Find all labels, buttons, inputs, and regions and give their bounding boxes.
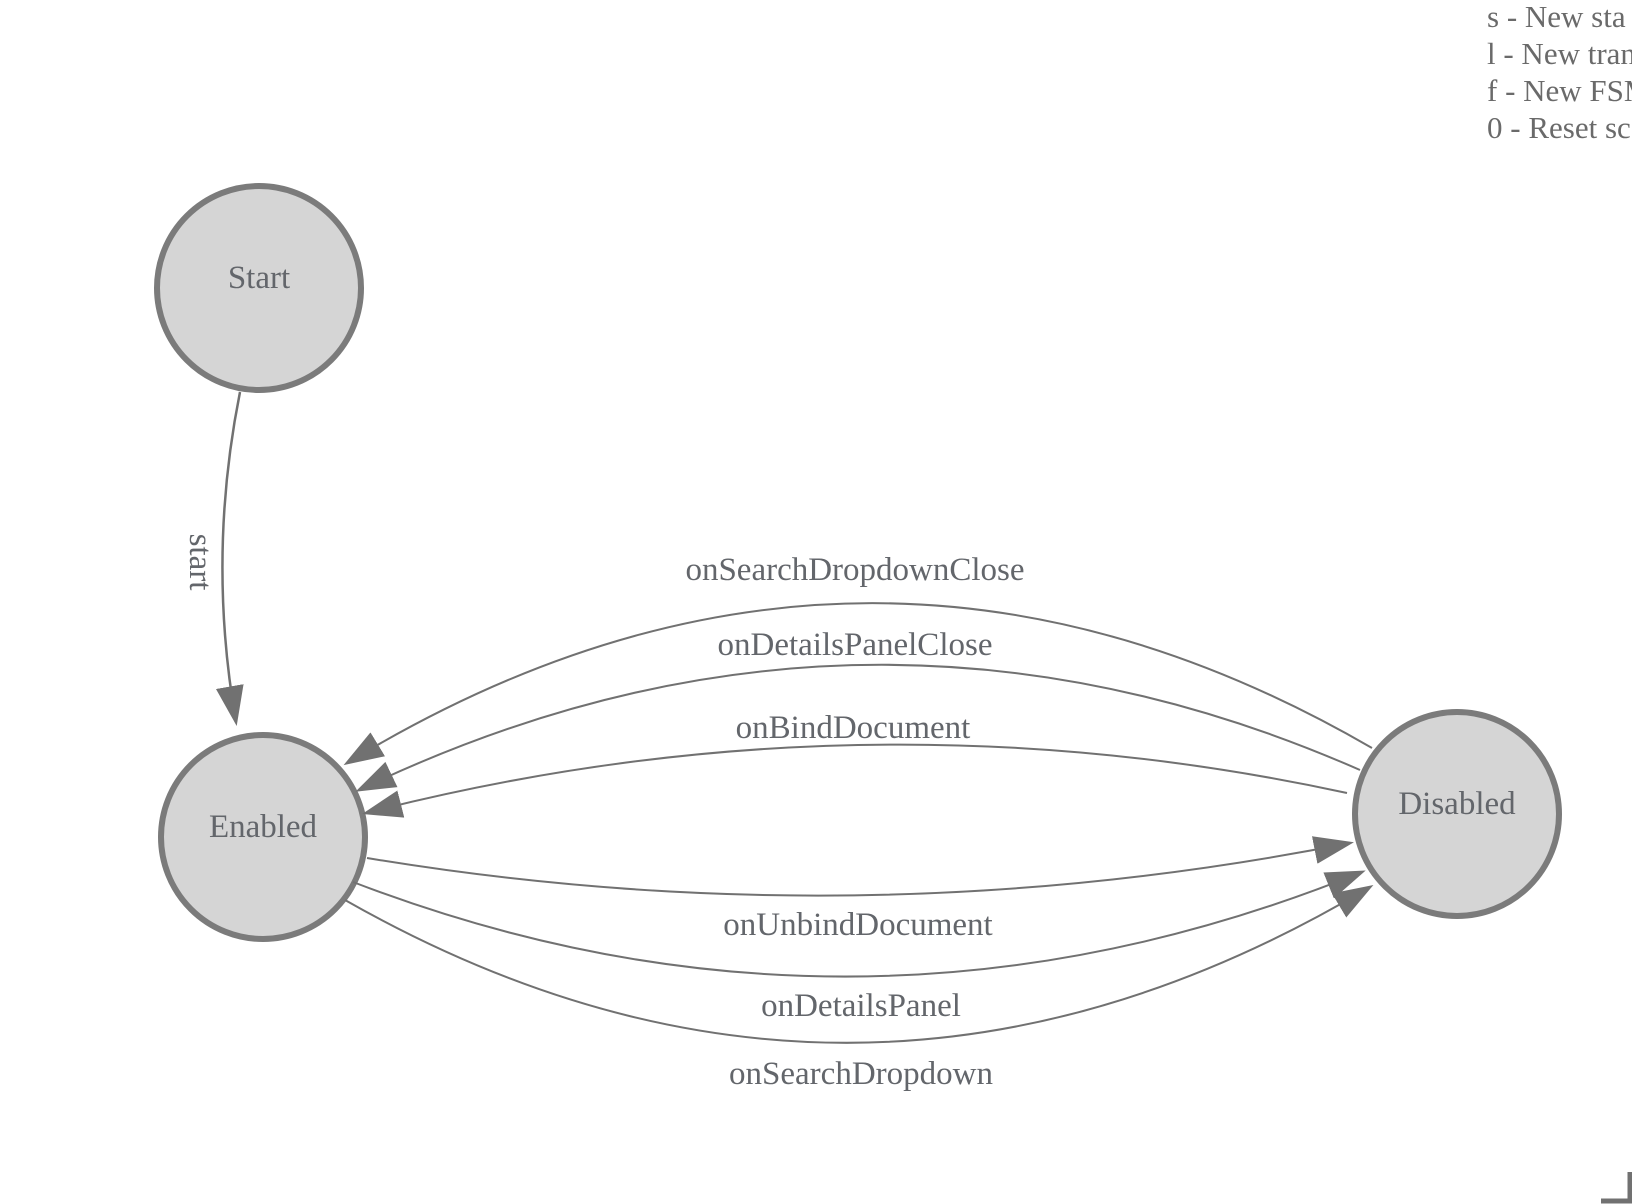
transition-label: onUnbindDocument: [723, 907, 992, 943]
transition-path[interactable]: [215, 391, 244, 726]
legend-line: f - New FSM: [1487, 73, 1632, 108]
transition-label: start: [182, 534, 218, 591]
transition-path[interactable]: [366, 836, 1354, 897]
state-node-enabled[interactable]: Enabled: [158, 732, 368, 942]
legend-line: l - New tran: [1487, 36, 1632, 71]
state-node-disabled[interactable]: Disabled: [1352, 709, 1562, 919]
legend-line: s - New sta: [1487, 0, 1626, 34]
transition-path[interactable]: [343, 602, 1373, 766]
state-circle: [1352, 709, 1562, 919]
transition-edge-onBindDocument[interactable]: onBindDocument: [362, 710, 1348, 818]
legend-line: 0 - Reset sc: [1487, 110, 1631, 145]
hotkey-legend: s - New sta l - New tran f - New FSM 0 -…: [1487, 0, 1632, 145]
transition-edge-onSearchDropdownClose[interactable]: onSearchDropdownClose: [343, 552, 1373, 766]
transition-edge-onDetailsPanelClose[interactable]: onDetailsPanelClose: [355, 627, 1361, 792]
transition-path[interactable]: [352, 870, 1366, 978]
transition-label: onDetailsPanelClose: [718, 627, 993, 663]
state-circle: [154, 183, 364, 393]
state-circle: [158, 732, 368, 942]
transition-edge-start[interactable]: start: [182, 391, 244, 726]
transition-label: onBindDocument: [736, 710, 971, 746]
transition-path[interactable]: [344, 884, 1374, 1044]
transition-label: onSearchDropdownClose: [685, 552, 1024, 588]
canvas-corner-handle: [1601, 1172, 1632, 1204]
transition-edge-onDetailsPanel[interactable]: onDetailsPanel: [352, 870, 1366, 1024]
transition-label: onDetailsPanel: [761, 988, 961, 1024]
state-node-start[interactable]: Start: [154, 183, 364, 393]
state-label: Disabled: [1398, 786, 1516, 822]
transition-path[interactable]: [362, 743, 1348, 818]
transition-path[interactable]: [355, 663, 1361, 792]
transition-label: onSearchDropdown: [729, 1056, 993, 1092]
transition-edge-onSearchDropdown[interactable]: onSearchDropdown: [344, 884, 1374, 1092]
transition-edge-onUnbindDocument[interactable]: onUnbindDocument: [366, 836, 1354, 943]
state-label: Enabled: [209, 809, 318, 845]
state-label: Start: [228, 260, 290, 296]
